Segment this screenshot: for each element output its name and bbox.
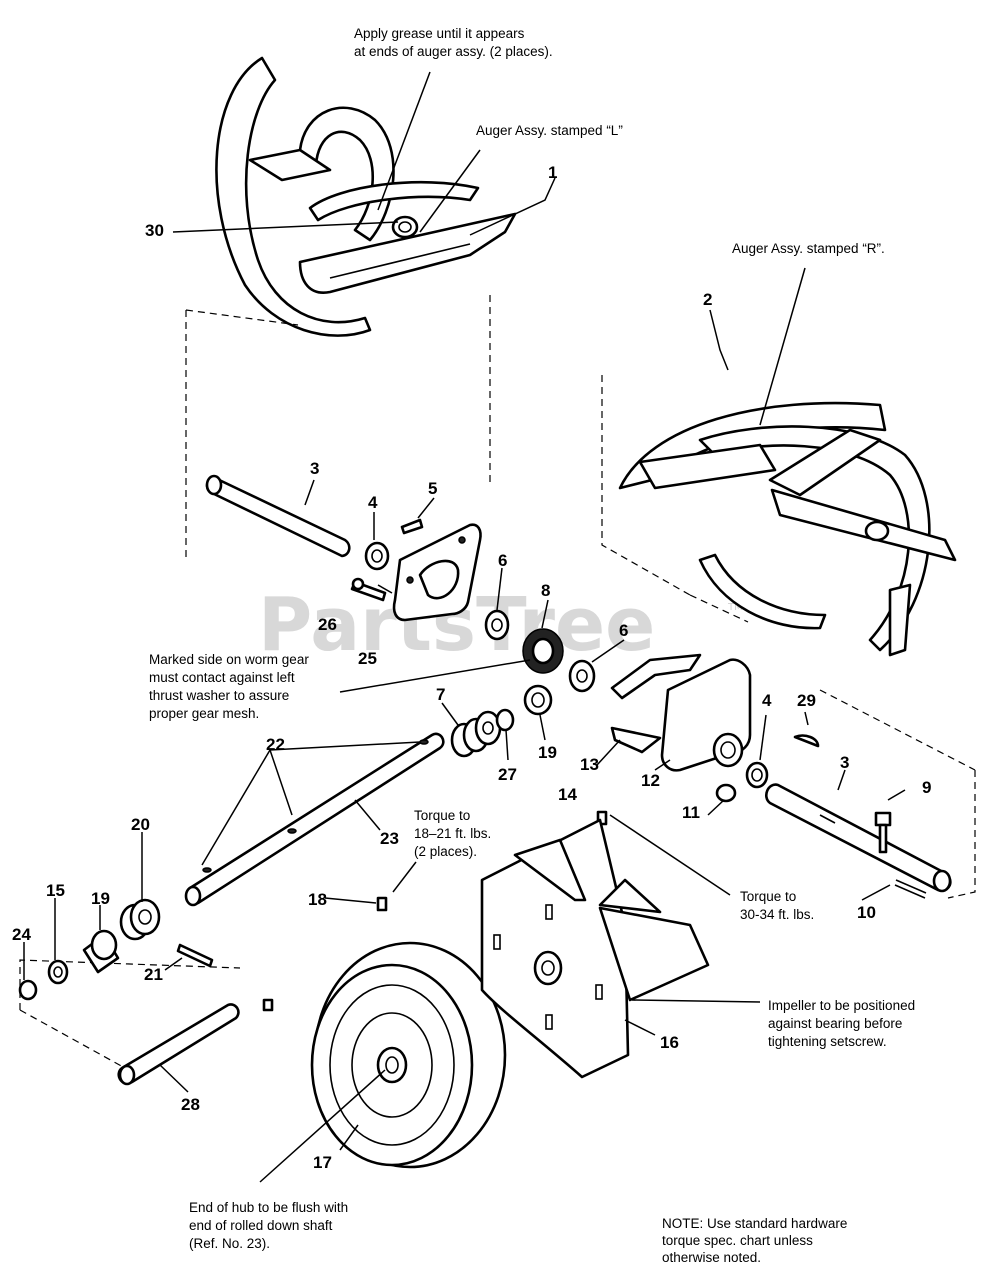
note-standard-line3: otherwise noted. xyxy=(662,1250,761,1265)
callout-6-right: 6 xyxy=(619,621,628,640)
note-hub-line3: (Ref. No. 23). xyxy=(189,1236,270,1251)
callout-8: 8 xyxy=(541,581,550,600)
callout-11: 11 xyxy=(682,803,700,822)
note-impeller-line2: against bearing before xyxy=(768,1016,902,1031)
callout-9: 9 xyxy=(922,778,931,797)
callout-20: 20 xyxy=(131,815,150,834)
note-auger-l: Auger Assy. stamped “L” xyxy=(476,123,623,138)
callout-14: 14 xyxy=(558,785,577,804)
callout-5: 5 xyxy=(428,479,437,498)
bolt-26 xyxy=(350,577,387,602)
leader-lines xyxy=(23,71,906,1183)
bushing-19-lower xyxy=(82,929,120,974)
washer-24 xyxy=(18,979,38,1001)
callout-1: 1 xyxy=(548,163,557,182)
note-torque-18: Torque to 18–21 ft. lbs. (2 places). xyxy=(414,808,491,859)
bolt-9 xyxy=(874,811,892,854)
washer-6-right xyxy=(568,659,596,693)
callout-19-upper: 19 xyxy=(538,743,557,762)
auger-shaft-left xyxy=(205,474,351,558)
callout-28: 28 xyxy=(181,1095,200,1114)
note-hub-line2: end of rolled down shaft xyxy=(189,1218,333,1233)
note-torque-30: Torque to 30-34 ft. lbs. xyxy=(740,889,814,922)
gear-housing-right xyxy=(610,653,752,772)
note-torque18-line2: 18–21 ft. lbs. xyxy=(414,826,491,841)
callout-26: 26 xyxy=(318,615,337,634)
callout-7: 7 xyxy=(436,685,445,704)
callout-22: 22 xyxy=(266,735,285,754)
drive-shaft xyxy=(184,732,445,907)
note-worm-line2: must contact against left xyxy=(149,670,295,685)
note-impeller: Impeller to be positioned against bearin… xyxy=(768,998,915,1049)
note-grease: Apply grease until it appears at ends of… xyxy=(354,26,553,59)
callout-4-left: 4 xyxy=(368,493,378,512)
bearing-4-right xyxy=(745,761,769,789)
watermark-tm: TM xyxy=(727,602,743,613)
note-hub-line1: End of hub to be flush with xyxy=(189,1200,348,1215)
nut-11 xyxy=(715,783,737,803)
impeller-housing-16 xyxy=(480,818,710,1079)
callout-21: 21 xyxy=(144,965,163,984)
callout-12: 12 xyxy=(641,771,660,790)
setscrew-18 xyxy=(376,896,388,912)
callout-3-right: 3 xyxy=(840,753,849,772)
pulley-17 xyxy=(310,941,507,1169)
note-torque18-line3: (2 places). xyxy=(414,844,477,859)
callout-3-left: 3 xyxy=(310,459,319,478)
callout-15: 15 xyxy=(46,881,65,900)
auger-right xyxy=(618,401,957,657)
note-worm-line4: proper gear mesh. xyxy=(149,706,259,721)
callout-2: 2 xyxy=(703,290,712,309)
note-impeller-line1: Impeller to be positioned xyxy=(768,998,915,1013)
note-auger-r: Auger Assy. stamped “R”. xyxy=(732,241,885,256)
callout-27: 27 xyxy=(498,765,517,784)
callout-6-left: 6 xyxy=(498,551,507,570)
note-standard-line1: NOTE: Use standard hardware xyxy=(662,1216,847,1231)
note-hub: End of hub to be flush with end of rolle… xyxy=(189,1200,348,1251)
key-21 xyxy=(176,943,214,968)
cotter-pin-10 xyxy=(894,879,927,899)
callout-13: 13 xyxy=(580,755,599,774)
gear-housing-left xyxy=(392,523,482,622)
setscrew-18b xyxy=(262,998,274,1012)
note-worm-line3: thrust washer to assure xyxy=(149,688,289,703)
washer-6-left xyxy=(484,609,510,641)
tube-28 xyxy=(117,1003,240,1086)
callout-25: 25 xyxy=(358,649,377,668)
callout-17: 17 xyxy=(313,1153,332,1172)
note-standard-hardware: NOTE: Use standard hardware torque spec.… xyxy=(662,1216,847,1265)
callout-18: 18 xyxy=(308,890,327,909)
screw-5 xyxy=(400,518,424,535)
callout-4-right: 4 xyxy=(762,691,772,710)
note-worm-line1: Marked side on worm gear xyxy=(149,652,309,667)
note-torque30-line1: Torque to xyxy=(740,889,796,904)
callout-16: 16 xyxy=(660,1033,679,1052)
callout-23: 23 xyxy=(380,829,399,848)
note-grease-line2: at ends of auger assy. (2 places). xyxy=(354,44,553,59)
callout-numbers: 1 2 3 3 4 4 5 6 6 7 8 9 10 11 12 13 14 1… xyxy=(12,163,931,1172)
callout-29: 29 xyxy=(797,691,816,710)
auger-shaft-right xyxy=(765,783,952,893)
bushing-19-upper xyxy=(523,684,553,716)
bearing-4-left xyxy=(364,541,390,571)
note-impeller-line3: tightening setscrew. xyxy=(768,1034,887,1049)
note-grease-line1: Apply grease until it appears xyxy=(354,26,525,41)
washer-27 xyxy=(495,708,515,732)
note-standard-line2: torque spec. chart unless xyxy=(662,1233,813,1248)
key-29 xyxy=(793,734,820,748)
callout-19-lower: 19 xyxy=(91,889,110,908)
note-torque30-line2: 30-34 ft. lbs. xyxy=(740,907,814,922)
note-worm-gear: Marked side on worm gear must contact ag… xyxy=(149,652,309,721)
callout-10: 10 xyxy=(857,903,876,922)
collar-20 xyxy=(119,898,161,941)
worm-gear-8 xyxy=(522,628,564,674)
callout-24: 24 xyxy=(12,925,31,944)
bearing-15 xyxy=(47,959,69,985)
note-torque18-line1: Torque to xyxy=(414,808,470,823)
callout-30: 30 xyxy=(145,221,164,240)
worm-7 xyxy=(450,710,502,758)
auger-left xyxy=(215,56,517,337)
